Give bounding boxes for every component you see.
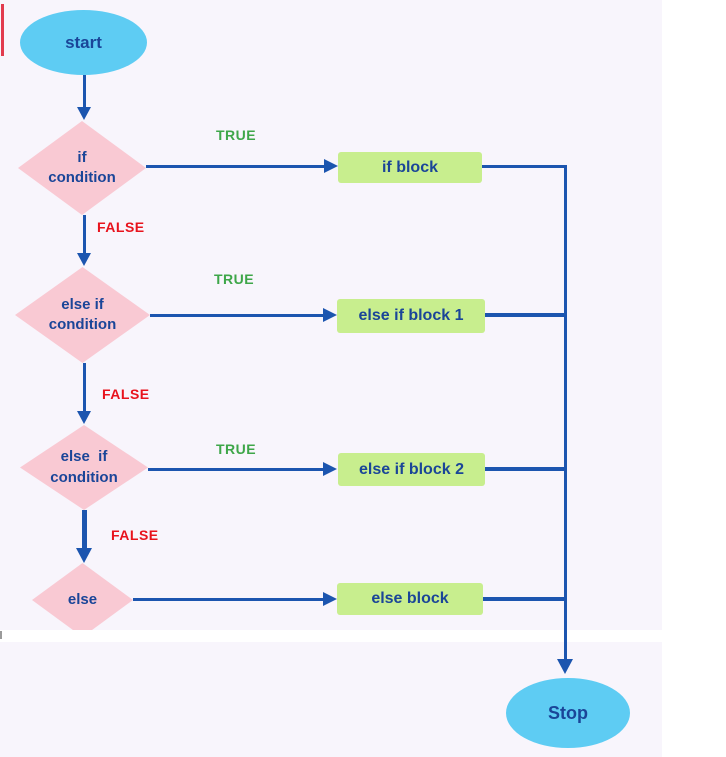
decision-elseif1-line2: condition <box>48 316 117 333</box>
arrow-else-to-block-head <box>323 592 337 606</box>
decision-elseif2-line1: else if <box>60 448 108 466</box>
left-edge-red-mark <box>1 4 4 56</box>
edge-label-true-2: TRUE <box>214 271 255 287</box>
arrow-elseif2-to-else-line <box>81 510 87 549</box>
if-block-label: if block <box>381 158 438 176</box>
decision-if-line1: if <box>77 148 87 166</box>
arrow-elseif1-to-block-line <box>150 314 325 317</box>
decision-elseif2-condition: else if condition <box>20 425 148 510</box>
arrow-if-to-ifblock-head <box>324 159 338 173</box>
arrow-elseif1-to-elseif2-line <box>82 363 86 412</box>
elseif-block1-node: else if block 1 <box>337 299 485 333</box>
arrow-elseif1-to-elseif2-head <box>77 411 91 424</box>
stop-node-label: Stop <box>548 702 588 723</box>
elseif-block1-label: else if block 1 <box>358 307 464 324</box>
decision-if-line2: condition <box>48 169 116 186</box>
edge-label-false-2: FALSE <box>102 386 150 402</box>
connector-elseifblock1-to-rail <box>485 313 566 317</box>
connector-ifblock-to-rail <box>482 165 566 168</box>
elseif-block2-label: else if block 2 <box>359 460 464 478</box>
decision-elseif1-line1: else if <box>61 295 104 313</box>
arrow-else-to-block-line <box>133 598 325 601</box>
else-block-label: else block <box>371 590 449 607</box>
edge-label-true-1: TRUE <box>216 127 257 143</box>
connector-elseifblock2-to-rail <box>485 467 566 471</box>
arrow-if-to-elseif1-line <box>83 215 86 254</box>
decision-elseif1-condition: else if condition <box>15 267 150 363</box>
edge-label-true-3: TRUE <box>216 441 257 457</box>
edge-label-false-1: FALSE <box>97 219 145 235</box>
arrow-elseif2-to-block-head <box>323 462 337 476</box>
decision-else: else <box>32 563 133 637</box>
arrow-start-to-if-line <box>83 75 86 108</box>
decision-if-condition: if condition <box>18 121 146 215</box>
arrow-start-to-if-head <box>77 107 91 120</box>
elseif-block2-node: else if block 2 <box>338 453 485 486</box>
horizontal-white-band <box>0 630 726 642</box>
start-node: start <box>20 10 147 75</box>
arrow-if-to-elseif1-head <box>77 253 91 266</box>
rail-to-stop-line <box>564 165 567 660</box>
right-white-margin <box>662 0 726 757</box>
decision-elseif2-line2: condition <box>50 468 118 486</box>
connector-elseblock-to-rail <box>483 597 566 601</box>
arrow-elseif2-to-else-head <box>76 548 92 563</box>
decision-else-label: else <box>67 590 98 608</box>
arrow-elseif1-to-block-head <box>323 308 337 322</box>
arrow-if-to-ifblock-line <box>146 165 326 168</box>
stop-node: Stop <box>506 678 630 748</box>
left-edge-gray-mark <box>0 631 2 639</box>
arrow-elseif2-to-block-line <box>148 468 325 471</box>
else-block-node: else block <box>337 583 483 615</box>
start-node-label: start <box>65 32 102 52</box>
edge-label-false-3: FALSE <box>111 527 159 543</box>
if-block-node: if block <box>338 152 482 183</box>
rail-to-stop-head <box>557 659 573 674</box>
